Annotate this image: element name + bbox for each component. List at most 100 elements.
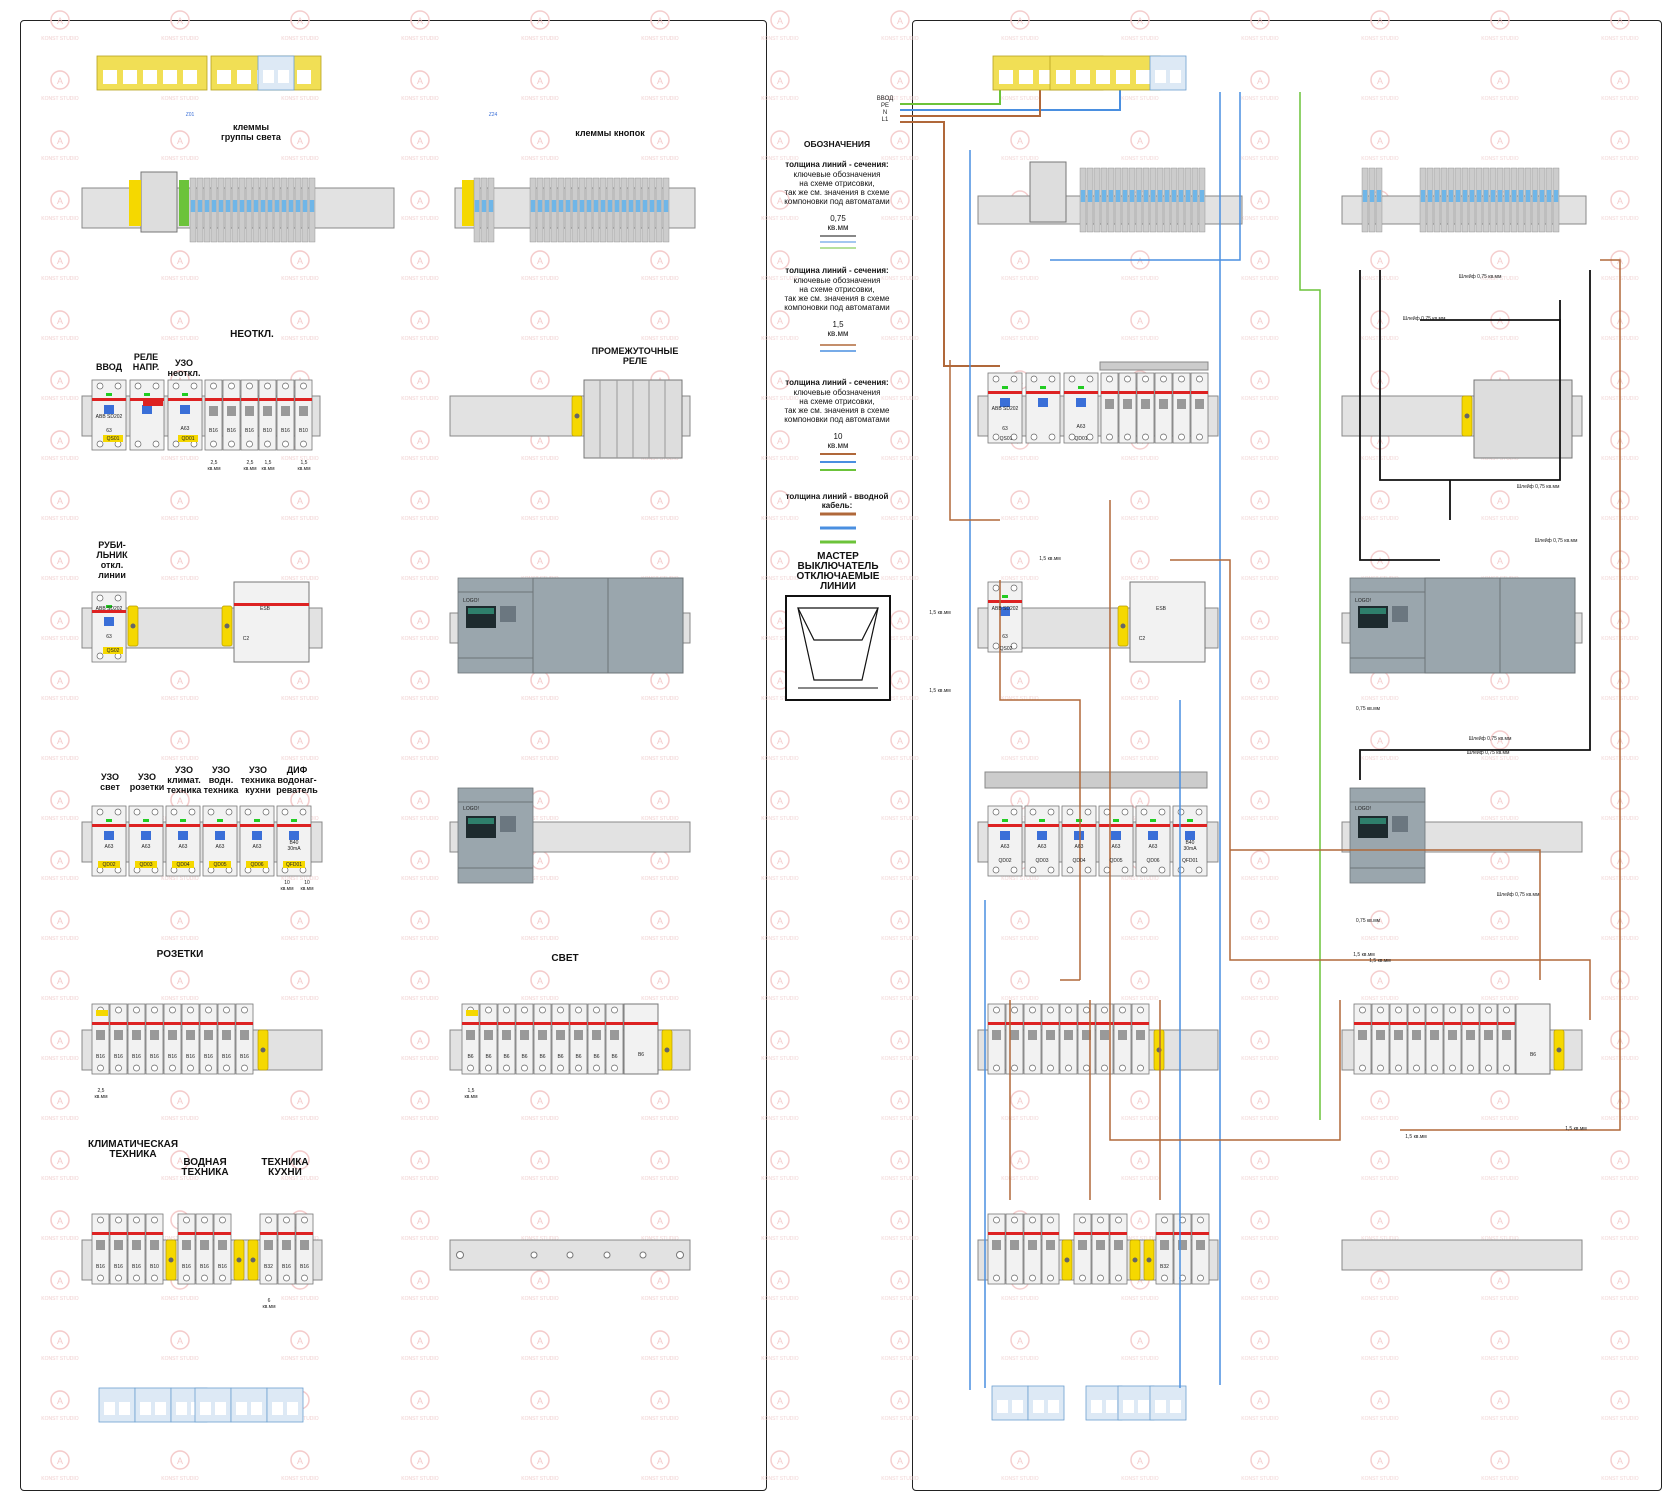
label-terminal-buttons: клеммы кнопок <box>575 128 645 138</box>
label-w-b16-1: B16 <box>182 1264 191 1270</box>
label-c-b16-1: B16 <box>96 1264 105 1270</box>
label-s-b16-3: B16 <box>132 1054 141 1060</box>
right-top-patch <box>992 55 1187 91</box>
left-rail-intermediate-relays <box>449 379 691 459</box>
label-sq15-light: 1,5 кв.мм <box>464 1088 478 1100</box>
right-bottom-patch <box>991 1385 1187 1421</box>
label-vvod: ВВОД <box>95 362 123 372</box>
right-63-2: 63 <box>1002 634 1008 640</box>
label-s-b16-1: B16 <box>96 1054 105 1060</box>
legend-10: 10 кв.мм <box>827 432 849 450</box>
right-rail-switch <box>977 581 1219 663</box>
left-rail-climate-water-kitchen <box>81 1213 323 1285</box>
label-a63-1: A63 <box>180 426 190 432</box>
left-terminal-block-buttons <box>462 177 670 243</box>
label-abb-1: ABB SD202 <box>95 414 123 420</box>
right-sq075-b: 0,75 кв.мм <box>1355 918 1381 924</box>
left-rail-switch <box>81 581 323 663</box>
label-l-b6-8: B6 <box>593 1054 600 1060</box>
right-shleif-1: Шлейф 0,75 кв.мм <box>1458 274 1502 280</box>
label-qd05: QD05 <box>213 862 227 868</box>
right-terminal-rails <box>977 161 1587 233</box>
label-s-b16-7: B16 <box>204 1054 213 1060</box>
legend-master-switch: МАСТЕР ВЫКЛЮЧАТЕЛЬ ОТКЛЮЧАЕМЫЕ ЛИНИИ <box>796 551 880 592</box>
right-shleif-3: Шлейф 0,75 кв.мм <box>1516 484 1560 490</box>
label-sq15-b: 1,5 кв.мм <box>297 460 311 472</box>
right-qs01: QS01 <box>999 436 1013 442</box>
label-qd01: QD01 <box>181 436 195 442</box>
right-esb: ESB <box>1155 606 1166 612</box>
master-switch-symbol <box>785 595 891 701</box>
right-sq15-d: 1,5 кв.мм <box>1353 952 1375 958</box>
right-b40: B40 30mA <box>1183 840 1197 852</box>
right-shleif-7: Шлейф 0,75 кв.мм <box>1496 892 1540 898</box>
label-c-b10: B10 <box>150 1264 159 1270</box>
right-sq15-c: 1,5 кв.мм <box>929 688 951 694</box>
label-a63-4: A63 <box>178 844 188 850</box>
right-qd04: QD04 <box>1072 858 1086 864</box>
left-empty-rail-bottom <box>449 1239 691 1271</box>
right-n: N <box>882 110 888 116</box>
right-l1: L1 <box>881 117 889 123</box>
label-kitchen: ТЕХНИКА КУХНИ <box>261 1157 309 1178</box>
label-uzo-sockets: УЗО розетки <box>129 772 165 792</box>
label-s-b16-6: B16 <box>186 1054 195 1060</box>
label-sq25-b: 2,5 кв.мм <box>243 460 257 472</box>
right-rail-relays <box>1341 379 1583 459</box>
legend-075: 0,75 кв.мм <box>827 214 849 232</box>
label-l-b6-9: B6 <box>611 1054 618 1060</box>
label-b16-d: B16 <box>281 428 290 434</box>
label-sockets: РОЗЕТКИ <box>156 949 204 960</box>
right-shleif-5: Шлейф 0,75 кв.мм <box>1468 736 1512 742</box>
right-sq15-b: 1,5 кв.мм <box>929 610 951 616</box>
label-l-b6-6: B6 <box>557 1054 564 1060</box>
right-empty-rail-bottom <box>1341 1239 1583 1271</box>
right-sq15-a: 1,5 кв.мм <box>1039 556 1061 562</box>
right-qfd01: QFD01 <box>1181 858 1199 864</box>
label-uzo-kitchen: УЗО техника кухни <box>240 765 276 795</box>
label-b40: B40 30mA <box>287 840 301 852</box>
label-k-b32: B32 <box>264 1264 273 1270</box>
right-logo-module-2 <box>1341 787 1583 884</box>
label-a63-5: A63 <box>215 844 225 850</box>
left-rail-sockets <box>81 1003 323 1075</box>
label-s-b16-8: B16 <box>222 1054 231 1060</box>
right-wiring <box>949 92 1621 1390</box>
label-qs02: QS02 <box>106 648 120 654</box>
label-z24: Z24 <box>488 112 498 118</box>
right-a63-5: A63 <box>1111 844 1121 850</box>
label-sq10-b: 10 кв.мм <box>300 880 314 892</box>
right-incoming-cable <box>900 88 1121 367</box>
label-b10-b: B10 <box>299 428 308 434</box>
left-bottom-patch <box>98 1387 304 1423</box>
label-sq10-a: 10 кв.мм <box>280 880 294 892</box>
label-s-b16-2: B16 <box>114 1054 123 1060</box>
right-b6-big: B6 <box>1529 1052 1537 1058</box>
label-s-b16-5: B16 <box>168 1054 177 1060</box>
label-c-b16-2: B16 <box>114 1264 123 1270</box>
right-qd03: QD03 <box>1035 858 1049 864</box>
label-logo-1: LOGO! <box>463 598 479 604</box>
legend-intake: толщина линий - вводной кабель: <box>785 492 889 510</box>
right-logo-2: LOGO! <box>1355 806 1371 812</box>
label-l-b6-1: B6 <box>467 1054 474 1060</box>
label-light: СВЕТ <box>551 953 579 964</box>
legend-desc-2: толщина линий - сечения: <box>785 266 889 275</box>
left-rail-unswitched <box>81 379 321 451</box>
right-a63-2: A63 <box>1000 844 1010 850</box>
label-c2: C2 <box>242 636 250 642</box>
right-rail-climate-water-kitchen <box>977 1213 1219 1285</box>
right-sq15-e: 1,5 кв.мм <box>1369 958 1391 964</box>
label-water: ВОДНАЯ ТЕХНИКА <box>181 1157 229 1178</box>
right-logo-modules-1 <box>1341 577 1583 674</box>
label-l-b6-3: B6 <box>503 1054 510 1060</box>
legend-desc-3: толщина линий - сечения: <box>785 378 889 387</box>
label-a63-2: A63 <box>104 844 114 850</box>
label-b16-b: B16 <box>227 428 236 434</box>
right-sq15-f: 1,5 кв.мм <box>1565 1126 1587 1132</box>
label-b16-a: B16 <box>209 428 218 434</box>
label-sq6: 6 кв.мм <box>262 1298 276 1310</box>
label-qd04: QD04 <box>176 862 190 868</box>
right-c2: C2 <box>1138 636 1146 642</box>
